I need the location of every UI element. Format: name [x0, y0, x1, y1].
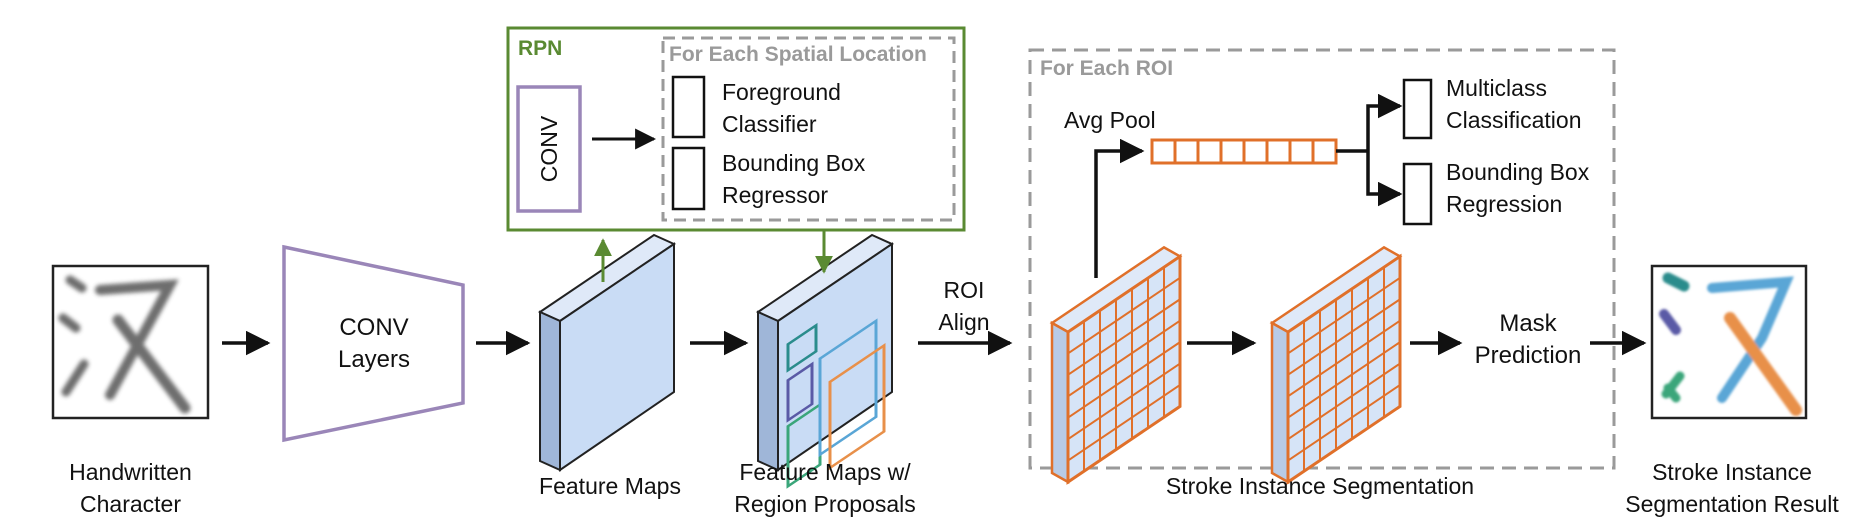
avg-pool-label: Avg Pool — [1064, 107, 1156, 133]
roi-align-line1: ROI — [943, 277, 985, 303]
conv-layers-block — [282, 244, 465, 443]
mask-prediction-label: Mask Prediction — [1468, 308, 1588, 372]
multiclass-label: Multiclass Classification — [1446, 72, 1582, 136]
proposal-box-purple — [786, 361, 814, 423]
multiclass-box — [1402, 78, 1433, 140]
foreground-classifier-label: Foreground Classifier — [722, 76, 841, 140]
spatial-location-box — [661, 36, 956, 222]
proposal-box-blue — [818, 318, 878, 458]
bbox-regressor-box — [671, 146, 706, 211]
input-label-line1: Handwritten — [69, 459, 192, 485]
bbr-line2: Regressor — [722, 182, 829, 208]
feature-maps-label: Feature Maps — [539, 473, 681, 499]
conv-layers-line1: CONV — [339, 314, 409, 341]
roi-head-box — [1028, 48, 1616, 470]
rpn-conv-block — [516, 85, 582, 213]
bbrg-line2: Regression — [1446, 191, 1563, 217]
bbr-line1: Bounding Box — [722, 150, 866, 176]
input-character-image — [51, 264, 210, 420]
avg-pool-vector — [1150, 138, 1338, 165]
arrow-to-avg-pool — [1094, 138, 1145, 278]
mc-line2: Classification — [1446, 107, 1582, 133]
roi-box-caption: Stroke Instance Segmentation — [1165, 473, 1475, 499]
input-label-line2: Character — [80, 491, 181, 517]
spatial-location-title: For Each Spatial Location — [669, 43, 927, 66]
conv-layers-line2: Layers — [337, 346, 411, 373]
fmp-line1: Feature Maps w/ — [739, 459, 911, 485]
proposal-box-orange — [828, 342, 886, 471]
fmp-line2: Region Proposals — [734, 491, 916, 517]
feature-maps-block — [537, 233, 677, 472]
bbrg-line1: Bounding Box — [1446, 159, 1590, 185]
output-line1: Stroke Instance — [1652, 459, 1812, 485]
bbox-regressor-label: Bounding Box Regressor — [722, 147, 865, 211]
bbox-regression-label: Bounding Box Regression — [1446, 156, 1589, 220]
proposal-box-teal — [786, 322, 818, 373]
roi-feature-grid-2 — [1269, 245, 1403, 485]
roi-align-line2: Align — [938, 309, 990, 335]
foreground-classifier-box — [671, 75, 706, 139]
mask-line2: Prediction — [1474, 342, 1582, 369]
rpn-conv-label-wrap: CONV — [518, 87, 580, 211]
rpn-conv-label: CONV — [536, 115, 562, 183]
feature-maps-proposals-label: Feature Maps w/ Region Proposals — [730, 456, 920, 520]
roi-feature-grid-1 — [1049, 245, 1183, 485]
roi-align-label: ROI Align — [918, 274, 1010, 338]
mc-line1: Multiclass — [1446, 75, 1547, 101]
rpn-box — [506, 26, 966, 232]
bbox-regression-box — [1402, 162, 1433, 226]
feature-maps-proposals-block — [755, 233, 895, 489]
mask-line1: Mask — [1499, 310, 1557, 337]
rpn-title: RPN — [518, 37, 563, 60]
branch-arrows — [1336, 93, 1403, 207]
conv-layers-label: CONV Layers — [284, 312, 464, 376]
roi-box-title: For Each ROI — [1040, 57, 1174, 80]
output-label: Stroke Instance Segmentation Result — [1622, 456, 1842, 520]
fg-line1: Foreground — [722, 79, 841, 105]
fg-line2: Classifier — [722, 111, 817, 137]
output-line2: Segmentation Result — [1625, 491, 1839, 517]
input-label: Handwritten Character — [53, 456, 208, 520]
output-segmentation-image — [1650, 264, 1808, 420]
